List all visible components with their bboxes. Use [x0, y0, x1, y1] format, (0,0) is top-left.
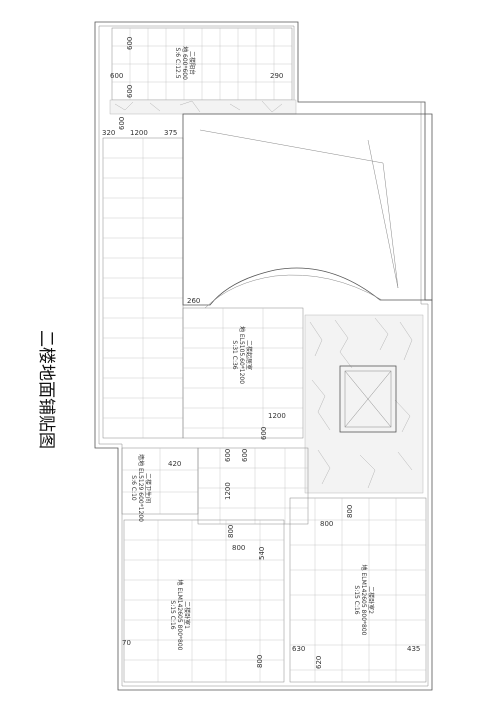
dim-corridor-1200: 1200	[130, 129, 148, 137]
dim-mid-420: 420	[168, 460, 181, 468]
room-count: S:6 C:12.5	[174, 47, 181, 78]
dim-bedroom1-800-bottom: 800	[256, 655, 264, 668]
room-label-balcony: 二楼阳台 地 600*600 S:6 C:12.5	[174, 46, 196, 80]
room-spec: 地 ELM142605 800*800	[360, 565, 368, 636]
stair-elevator	[304, 314, 424, 494]
drawing-title: 二楼地面铺贴图	[36, 330, 56, 449]
room-spec: 墙地 EL5129 600*1200	[137, 454, 145, 522]
dim-corridor-320: 320	[102, 129, 115, 137]
dim-balcony-600-c: 600	[126, 85, 134, 98]
room-name: 二楼卫生间	[144, 473, 152, 503]
room-spec: 地 ELM142605 800*800	[176, 580, 184, 651]
corridor	[102, 137, 184, 439]
dim-bedroom2-630: 630	[292, 645, 305, 653]
dim-bedroom1-70: 70	[122, 639, 131, 647]
dim-corridor-375: 375	[164, 129, 177, 137]
dim-bedroom2-800-a: 800	[346, 505, 354, 518]
room-name: 二楼阳台	[188, 51, 196, 75]
room-count: S:31 C:36	[231, 340, 238, 369]
dim-balcony-600-b: 600	[110, 72, 123, 80]
room-count: S:15 C:16	[353, 585, 360, 614]
dim-bedroom1-540: 540	[258, 547, 266, 560]
dim-bedroom2-620: 620	[315, 656, 323, 669]
room-label-living: 二楼起居室 地 EL5105.60*1200 S:31 C:36	[231, 326, 253, 384]
room-count: S:15 C:16	[169, 600, 176, 629]
dim-mid-600: 600	[224, 449, 232, 462]
dim-balcony-600-a: 600	[126, 37, 134, 50]
room-name: 二楼起居室	[245, 340, 253, 370]
room-name: 二楼卧室1	[183, 601, 191, 629]
dim-bedroom1-800-b: 800	[232, 544, 245, 552]
room-label-bedroom2: 二楼卧室2 地 ELM142605 800*800 S:15 C:16	[353, 565, 375, 636]
dim-bedroom2-435: 435	[407, 645, 420, 653]
room-name: 二楼卧室2	[367, 586, 375, 614]
void-area	[182, 113, 433, 309]
room-spec: 地 600*600	[181, 46, 189, 80]
bedroom-2	[289, 497, 427, 683]
dim-mid-600-b: 600	[241, 449, 249, 462]
room-label-bedroom1: 二楼卧室1 地 ELM142605 800*800 S:15 C:16	[169, 580, 191, 651]
dim-living-1200: 1200	[268, 412, 286, 420]
room-label-bathroom: 二楼卫生间 墙地 EL5129 600*1200 S:6 C:10	[130, 454, 152, 522]
mid-hall	[197, 447, 309, 525]
dim-living-600: 600	[260, 427, 268, 440]
dim-mid-1200: 1200	[224, 482, 232, 500]
bedroom-1	[123, 519, 285, 683]
dim-arc-260: 260	[187, 297, 200, 305]
dim-bedroom1-800-a: 800	[227, 525, 235, 538]
living-room	[182, 307, 304, 439]
dim-corridor-600: 600	[118, 117, 126, 130]
dim-bedroom2-800-b: 800	[320, 520, 333, 528]
room-count: S:6 C:10	[130, 475, 137, 501]
balcony	[109, 27, 297, 115]
dim-balcony-290: 290	[270, 72, 283, 80]
room-spec: 地 EL5105.60*1200	[238, 326, 246, 384]
